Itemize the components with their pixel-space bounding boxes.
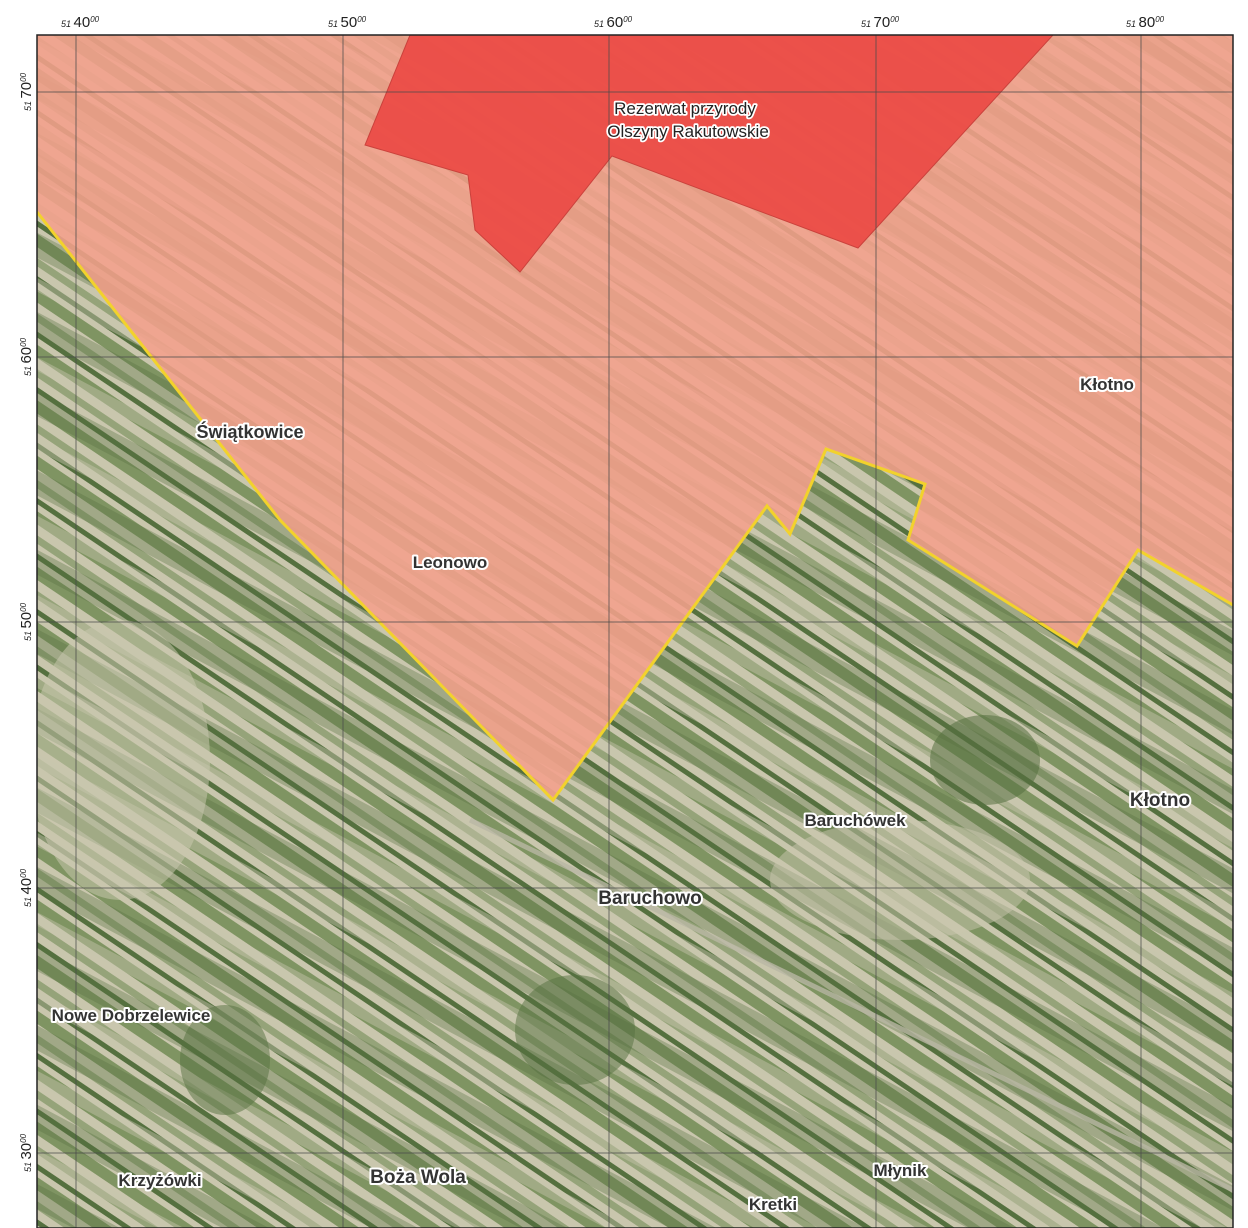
map-frame: [36, 34, 1234, 1228]
woodland-patch: [180, 1005, 270, 1115]
grid-label-top: 51 6000: [594, 14, 633, 31]
reserve-label-line2: Olszyny Rakutowskie: [607, 122, 769, 141]
place-label-leonowo: Leonowo: [413, 553, 488, 572]
place-label-baruchowo: Baruchowo: [598, 888, 701, 909]
coordinate-grid: [37, 35, 1233, 1228]
protected-area[interactable]: [37, 35, 1233, 800]
protected-area-boundary: [37, 211, 1233, 803]
place-label-kretki: Kretki: [749, 1195, 797, 1214]
place-label-mlynik: Młynik: [874, 1161, 927, 1180]
place-label-boza-wola: Boża Wola: [370, 1167, 466, 1188]
woodland-patch: [930, 715, 1040, 805]
place-label-krzyzowki: Krzyżówki: [118, 1171, 201, 1190]
grid-label-left: 51 6000: [18, 337, 35, 376]
grid-label-top: 51 8000: [1126, 14, 1165, 31]
place-label-nowe-dobrzelewice: Nowe Dobrzelewice: [52, 1006, 211, 1025]
bare-field-patch: [770, 820, 1030, 940]
place-label-swiatkowice: Świątkowice: [196, 421, 303, 442]
road: [468, 817, 1233, 1193]
grid-label-left: 51 5000: [18, 602, 35, 641]
grid-label-left: 51 3000: [18, 1133, 35, 1172]
place-label-baruchowek: Baruchówek: [804, 811, 906, 830]
bare-field-patch: [37, 620, 210, 900]
woodland-patch: [515, 975, 635, 1085]
grid-tick-labels: 51 4000 51 5000 51 6000 51 7000 51 8000 51 70…: [18, 14, 1165, 1172]
grid-label-left: 51 4000: [18, 868, 35, 907]
grid-label-left: 51 7000: [18, 72, 35, 111]
grid-label-top: 51 7000: [861, 14, 900, 31]
grid-label-top: 51 4000: [61, 14, 100, 31]
grid-label-top: 51 5000: [328, 14, 367, 31]
reserve-label-line1: Rezerwat przyrody: [614, 99, 756, 118]
place-label-klotno-north: Kłotno: [1080, 375, 1134, 394]
nature-reserve-area[interactable]: [364, 35, 1054, 273]
place-label-klotno-east: Kłotno: [1130, 790, 1190, 811]
